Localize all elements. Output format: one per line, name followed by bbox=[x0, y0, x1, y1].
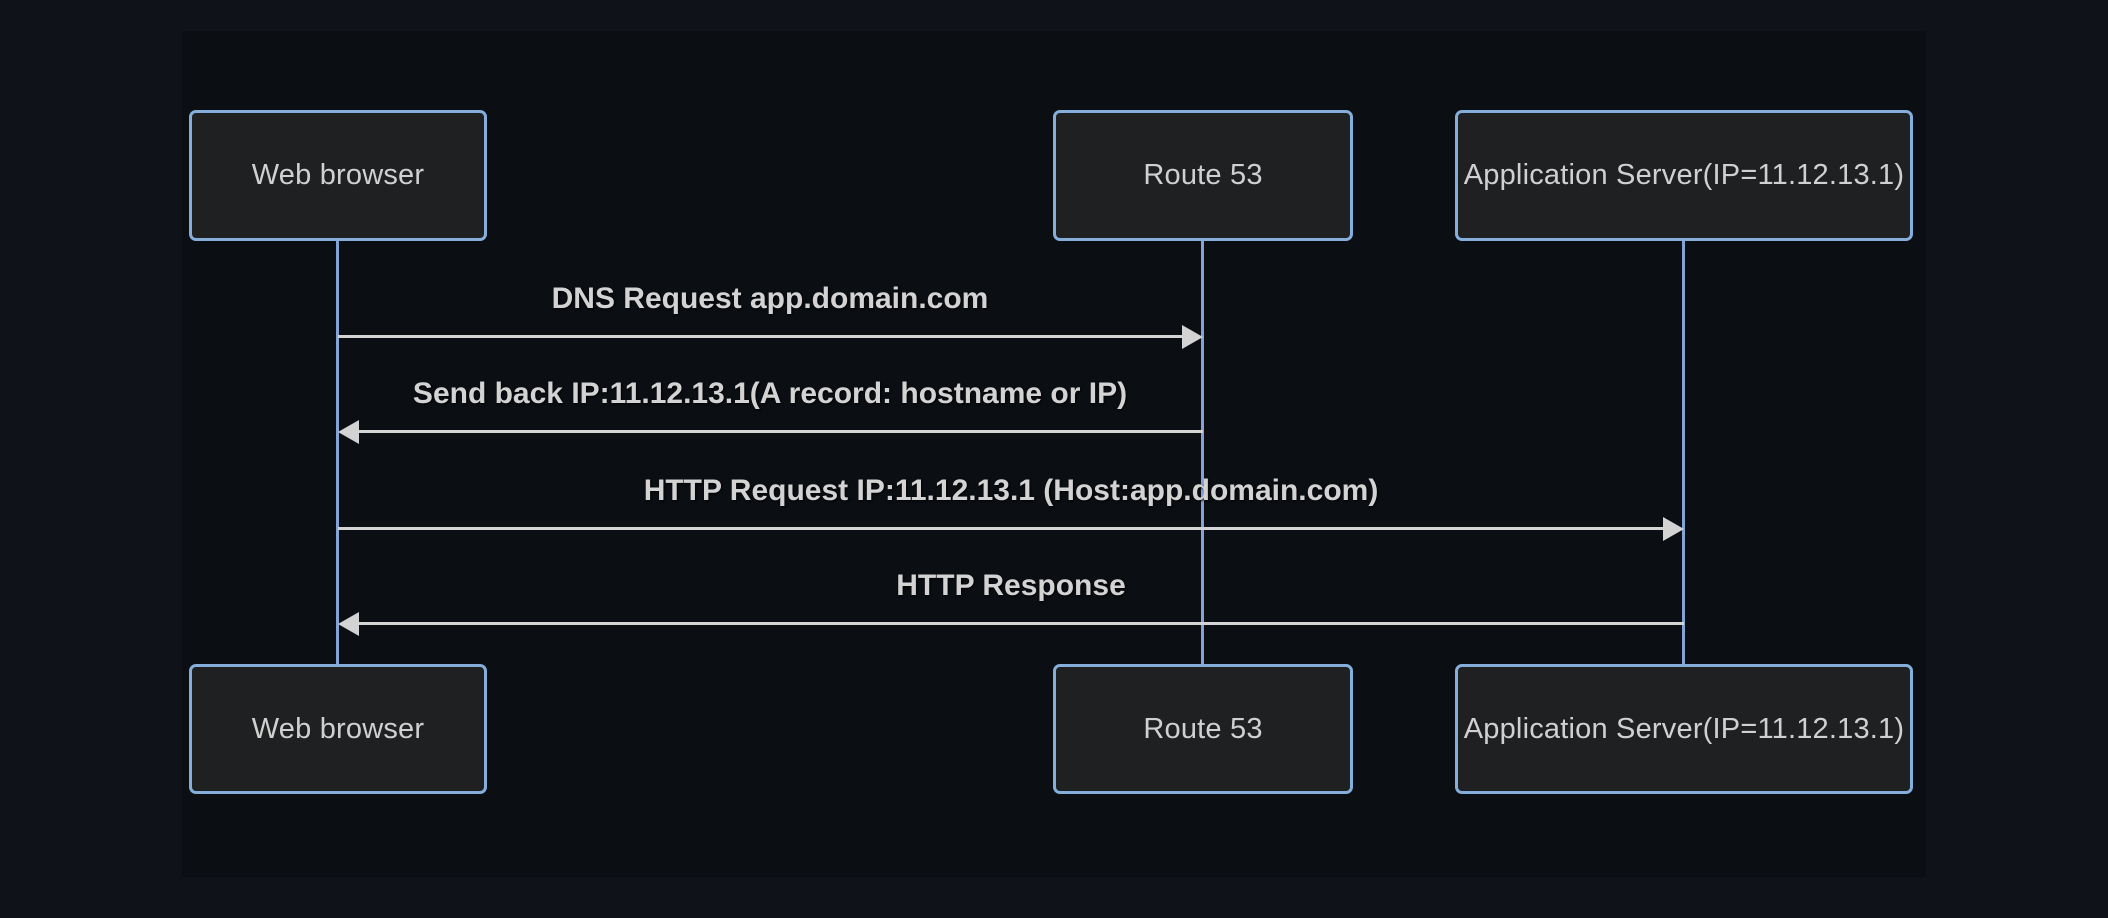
actor-label-app-server: Application Server(IP=11.12.13.1) bbox=[1463, 159, 1905, 191]
message-line bbox=[338, 335, 1185, 338]
actor-label-route-53: Route 53 bbox=[1143, 712, 1263, 745]
actor-label-app-server: Application Server(IP=11.12.13.1) bbox=[1463, 712, 1905, 745]
arrowhead-left-icon bbox=[338, 420, 359, 444]
message-label: HTTP Request IP:11.12.13.1 (Host:app.dom… bbox=[643, 474, 1379, 507]
lifeline-app-server bbox=[1682, 241, 1685, 665]
message-label: HTTP Response bbox=[896, 569, 1126, 602]
message-line bbox=[356, 430, 1203, 433]
actor-label-web-browser: Web browser bbox=[251, 712, 425, 745]
actor-box-web-browser-top: Web browser bbox=[189, 110, 487, 241]
actor-box-app-server-bottom: Application Server(IP=11.12.13.1) bbox=[1455, 664, 1913, 794]
lifeline-route-53 bbox=[1201, 241, 1204, 665]
lifeline-web-browser bbox=[336, 241, 339, 665]
message-line bbox=[356, 622, 1684, 625]
arrowhead-right-icon bbox=[1182, 325, 1203, 349]
actor-box-web-browser-bottom: Web browser bbox=[189, 664, 487, 794]
actor-box-route-53-top: Route 53 bbox=[1053, 110, 1353, 241]
actor-label-web-browser: Web browser bbox=[251, 159, 425, 191]
message-label: DNS Request app.domain.com bbox=[551, 282, 989, 315]
arrowhead-left-icon bbox=[338, 612, 359, 636]
arrowhead-right-icon bbox=[1663, 517, 1684, 541]
message-line bbox=[338, 527, 1666, 530]
actor-label-route-53: Route 53 bbox=[1143, 159, 1263, 191]
actor-box-route-53-bottom: Route 53 bbox=[1053, 664, 1353, 794]
message-label: Send back IP:11.12.13.1(A record: hostna… bbox=[412, 377, 1128, 410]
actor-box-app-server-top: Application Server(IP=11.12.13.1) bbox=[1455, 110, 1913, 241]
